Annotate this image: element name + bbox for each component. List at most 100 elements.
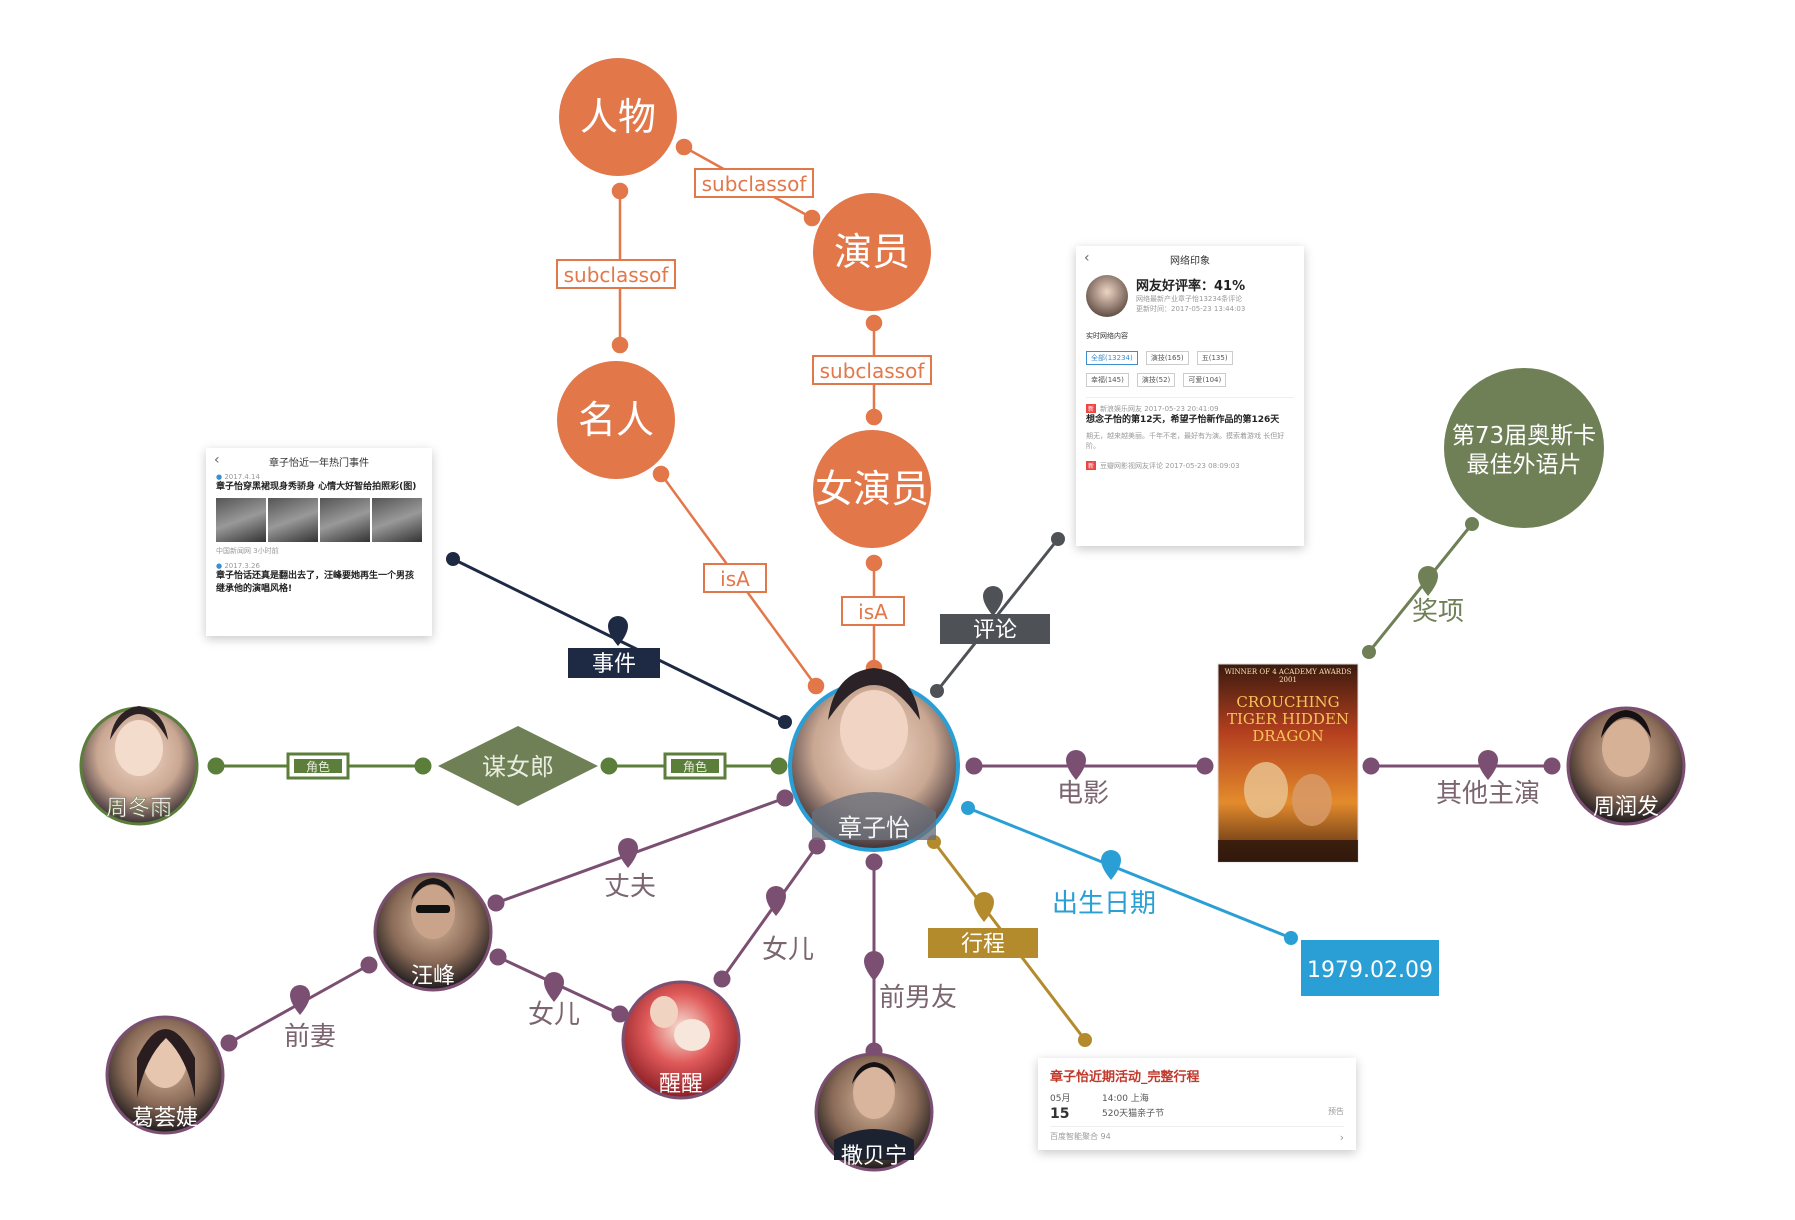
- schedule-card[interactable]: 章子怡近期活动_完整行程 05月 14:00 上海 15 520天猫亲子节 预告…: [1038, 1058, 1356, 1150]
- schedule-day: 15: [1050, 1106, 1070, 1122]
- chevron-right-icon[interactable]: ›: [1339, 1131, 1344, 1144]
- schedule-footer: 百度智能聚合 94: [1050, 1132, 1111, 1141]
- back-icon[interactable]: ‹: [214, 452, 220, 468]
- review-rating: 网友好评率：41%: [1136, 279, 1246, 294]
- edge-label-isa-1: isA: [703, 563, 767, 593]
- edge-dot: [865, 314, 883, 332]
- node-yanyuan[interactable]: 演员: [813, 193, 931, 311]
- node-wangfeng[interactable]: 汪峰: [373, 872, 493, 992]
- edge-dot: [611, 182, 629, 200]
- svg-text:谋女郎: 谋女郎: [482, 753, 554, 781]
- event-source-1: 中国新闻网 3小时前: [216, 547, 279, 555]
- event-link: 事件: [446, 552, 792, 729]
- schedule-month: 05月: [1050, 1094, 1071, 1104]
- svg-text:isA: isA: [720, 567, 750, 591]
- svg-text:subclassof: subclassof: [820, 359, 926, 383]
- edge-label-nver-1: 女儿: [762, 935, 814, 965]
- event-photo-strip[interactable]: [216, 498, 422, 542]
- node-nvyanyuan[interactable]: 女演员: [813, 430, 931, 548]
- edge-label-nver-2: 女儿: [528, 1000, 580, 1030]
- poster-overlay: WINNER OF 4 ACADEMY AWARDS 2001 CROUCHIN…: [1218, 664, 1358, 862]
- review-sub-2: 更新时间：2017-05-23 13:44:03: [1136, 305, 1246, 313]
- edge-label-juese-1: 角色: [286, 752, 350, 780]
- edge-label-qianqi: 前妻: [284, 1022, 336, 1052]
- svg-text:角色: 角色: [306, 760, 330, 774]
- review-card[interactable]: ‹ 网络印象 网友好评率：41% 网络最新产业章子怡13234条评论 更新时间：…: [1076, 246, 1304, 546]
- node-xingxing[interactable]: 醒醒: [621, 980, 741, 1100]
- node-center[interactable]: 章子怡: [788, 668, 960, 852]
- birthdate-link: 出生日期: [961, 801, 1298, 945]
- review-link: 评论: [930, 532, 1065, 698]
- node-award[interactable]: 第73届奥斯卡 最佳外语片: [1444, 368, 1604, 528]
- edge-pin: [983, 586, 1003, 616]
- svg-text:行程: 行程: [961, 932, 1005, 957]
- review-tag[interactable]: 演技(165): [1145, 351, 1189, 365]
- svg-text:汪峰: 汪峰: [411, 964, 455, 989]
- review-tag[interactable]: 全部(13234): [1086, 351, 1138, 365]
- node-chebeining[interactable]: 撒贝宁: [814, 1052, 934, 1172]
- svg-text:章子怡: 章子怡: [838, 814, 910, 842]
- review-tag[interactable]: 演技(52): [1136, 373, 1176, 387]
- svg-text:评论: 评论: [973, 618, 1017, 643]
- poster-title: CROUCHING TIGER HIDDEN DRAGON: [1226, 693, 1350, 745]
- svg-text:subclassof: subclassof: [564, 263, 670, 287]
- award-line2: 最佳外语片: [1467, 452, 1582, 478]
- node-moumunv[interactable]: 谋女郎: [438, 726, 598, 806]
- review-post-1[interactable]: 想念子怡的第12天，希望子怡新作品的第126天: [1086, 415, 1280, 425]
- poster-top-line: WINNER OF 4 ACADEMY AWARDS 2001: [1224, 668, 1352, 684]
- event-card[interactable]: ‹ 章子怡近一年热门事件 ● 2017.4.14 章子怡穿黑裙现身秀骄身 心情大…: [206, 448, 432, 636]
- node-birthdate[interactable]: 1979.02.09: [1301, 940, 1439, 996]
- edge-label-zhangfu: 丈夫: [604, 872, 656, 902]
- review-tag[interactable]: 可爱(104): [1183, 373, 1227, 387]
- edge-label-qitazhuyan: 其他主演: [1436, 779, 1540, 809]
- review-avatar: [1086, 275, 1128, 317]
- svg-text:1979.02.09: 1979.02.09: [1307, 958, 1433, 983]
- svg-text:人物: 人物: [580, 95, 656, 139]
- center-face: [840, 690, 908, 770]
- event-headline-2[interactable]: 章子怡话还真是翻出去了，汪峰要她再生一个男孩继承他的演唱风格!: [216, 571, 415, 594]
- review-meta-2: 新豆瓣网影视网友评论 2017-05-23 08:09:03: [1086, 461, 1240, 470]
- review-tag[interactable]: 五(135): [1196, 351, 1233, 365]
- svg-text:女演员: 女演员: [815, 467, 929, 511]
- node-zhourunfa[interactable]: 周润发: [1566, 706, 1686, 826]
- node-zhoudongyu[interactable]: 周冬雨: [79, 706, 199, 826]
- back-icon[interactable]: ‹: [1084, 250, 1090, 266]
- event-card-title: 章子怡近一年热门事件: [269, 458, 369, 469]
- review-section: 实时网络内容: [1086, 332, 1128, 340]
- schedule-status: 预告: [1328, 1107, 1344, 1116]
- edge-dot: [865, 408, 883, 426]
- node-mingren[interactable]: 名人: [557, 361, 675, 479]
- schedule-link: 行程: [927, 835, 1092, 1047]
- schedule-title[interactable]: 章子怡近期活动_完整行程: [1050, 1070, 1200, 1085]
- node-movie-poster[interactable]: [1217, 663, 1359, 863]
- edge-label-subclassof-2: subclassof: [694, 168, 814, 198]
- edge-dot: [611, 336, 629, 354]
- svg-text:subclassof: subclassof: [702, 172, 808, 196]
- edge-pin: [1418, 566, 1438, 596]
- edge-dot: [652, 465, 670, 483]
- family-pins: [290, 750, 1498, 1015]
- edge-label-juese-2: 角色: [663, 752, 727, 780]
- edge-dot: [675, 138, 693, 156]
- edge-label-subclassof-1: subclassof: [556, 259, 676, 289]
- edge-label-subclassof-3: subclassof: [812, 355, 932, 385]
- svg-text:名人: 名人: [578, 398, 654, 442]
- event-headline-1[interactable]: 章子怡穿黑裙现身秀骄身 心情大好智给拍照彩(图): [216, 482, 417, 492]
- award-link: 奖项: [1362, 517, 1479, 659]
- review-tags: 全部(13234) 演技(165) 五(135) 幸福(145) 演技(52) …: [1086, 345, 1294, 389]
- edge-dot: [865, 554, 883, 572]
- svg-text:葛荟婕: 葛荟婕: [132, 1106, 198, 1131]
- node-renwu[interactable]: 人物: [559, 58, 677, 176]
- review-tag[interactable]: 幸福(145): [1086, 373, 1129, 387]
- svg-text:事件: 事件: [592, 652, 636, 677]
- event-date-2: ● 2017.3.26: [216, 562, 260, 570]
- svg-text:周冬雨: 周冬雨: [106, 796, 172, 821]
- svg-text:出生日期: 出生日期: [1052, 889, 1156, 919]
- node-gexiaoqian[interactable]: 葛荟婕: [105, 1015, 225, 1135]
- svg-text:醒醒: 醒醒: [659, 1072, 703, 1097]
- center-hair: [828, 668, 920, 720]
- award-line1: 第73届奥斯卡: [1452, 423, 1596, 449]
- schedule-event[interactable]: 520天猫亲子节: [1102, 1109, 1165, 1119]
- edge-label-qiannanyou: 前男友: [879, 983, 957, 1013]
